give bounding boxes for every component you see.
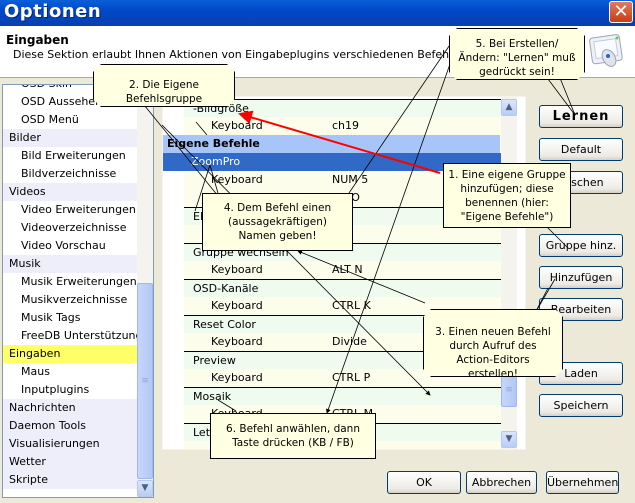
callout-step-1: 1. Eine eigene Gruppe hinzufügen; diese … [443,163,571,228]
sidebar-item[interactable]: Inputplugins [21,383,90,396]
learn-button[interactable]: Lernen [539,105,623,128]
device-label: Keyboard [211,335,263,348]
close-icon[interactable]: ✕ [609,1,633,23]
apply-button[interactable]: Übernehmen [546,471,619,494]
sidebar-item[interactable]: Maus [21,365,50,378]
key-value: ALT N [332,263,363,276]
command-scroll-thumb[interactable]: ≡ [501,373,517,407]
sidebar-item[interactable]: Musik Erweiterungen [21,275,137,288]
remote-control-icon [589,34,623,67]
window-title: Optionen [4,1,102,22]
sidebar-item[interactable]: Video Vorschau [21,239,106,252]
add-button[interactable]: Hinzufügen [539,266,623,289]
title-bar: Optionen ✕ [0,0,635,26]
device-label: Keyboard [211,119,263,132]
sidebar-item[interactable]: Bild Erweiterungen [21,149,126,162]
command-list: LetzteKeyboardCTRL MMosaikKeyboardCTRL P… [162,96,526,450]
device-label: Keyboard [211,173,263,186]
callout-step-6: 6. Befehl anwählen, dann Taste drücken (… [210,413,376,459]
add-group-button[interactable]: Gruppe hinz. [539,234,623,257]
sidebar-item[interactable]: Bildverzeichnisse [21,167,117,180]
command-list-scrollbar[interactable]: ▲ ≡ ▼ [501,97,517,449]
default-button[interactable]: Default [539,138,623,161]
sidebar-item[interactable]: Videoverzeichnisse [21,221,127,234]
sidebar-item[interactable]: Skripte [3,471,139,489]
sidebar-item[interactable]: OSD Menü [21,113,79,126]
sidebar-item[interactable]: FreeDB Unterstützung [21,329,143,342]
tree-scroll-thumb[interactable]: ≡ [137,283,153,479]
sidebar-item[interactable]: Bilder [3,129,139,147]
key-value: CTRL P [332,371,371,384]
sidebar-item[interactable]: Videos [3,183,139,201]
sidebar-item[interactable]: Musik [3,255,139,273]
category-row[interactable]: Eigene Befehle [163,135,500,153]
scroll-up-button[interactable]: ▲ [501,99,517,116]
sidebar-item[interactable]: Video Erweiterungen [21,203,136,216]
scroll-down-button[interactable]: ▼ [137,480,153,497]
callout-step-3: 3. Einen neuen Befehl durch Aufruf des A… [423,309,563,377]
sidebar-item[interactable]: OSD Skin [3,85,139,93]
sidebar-item[interactable]: Musik Tags [21,311,81,324]
section-title: Eingaben [6,33,69,47]
sidebar-item[interactable]: OSD Aussehen [21,95,103,108]
sidebar-item[interactable]: Wetter [3,453,139,471]
command-group-row[interactable]: Mosaik [184,387,502,405]
sidebar-item[interactable]: Musikverzeichnisse [21,293,128,306]
cancel-button[interactable]: Abbrechen [466,471,537,494]
key-value: NUM 5 [332,173,369,186]
callout-step-4: 4. Dem Befehl einen (aussagekräftigen) N… [202,193,353,251]
command-group-row[interactable]: OSD-Kanäle [184,279,502,297]
tree-scrollbar[interactable]: ≡ ▼ [137,85,153,497]
scroll-down-button[interactable]: ▼ [501,431,517,448]
callout-step-5: 5. Bei Erstellen/Ändern: "Lernen" muß ge… [449,28,585,80]
sidebar-item[interactable]: Eingaben [3,345,139,363]
key-value: ch19 [332,119,360,132]
ok-button[interactable]: OK [387,471,461,494]
sidebar-item[interactable]: Daemon Tools [3,417,139,435]
key-value: CTRL K [332,299,371,312]
device-label: Keyboard [211,299,263,312]
device-label: Keyboard [211,263,263,276]
sidebar-item[interactable]: Nachrichten [3,399,139,417]
save-button[interactable]: Speichern [539,394,623,417]
callout-step-2: 2. Die Eigene Befehlsgruppe anwählen! [93,64,235,107]
section-description: Diese Sektion erlaubt Ihnen Aktionen von… [13,48,516,61]
sidebar-item[interactable]: Visualisierungen [3,435,139,453]
key-binding-row[interactable]: Keyboard ALT N [184,261,502,279]
device-label: Keyboard [211,371,263,384]
key-binding-row[interactable]: Keyboard ch19 [184,117,502,135]
key-value: Divide [332,335,367,348]
